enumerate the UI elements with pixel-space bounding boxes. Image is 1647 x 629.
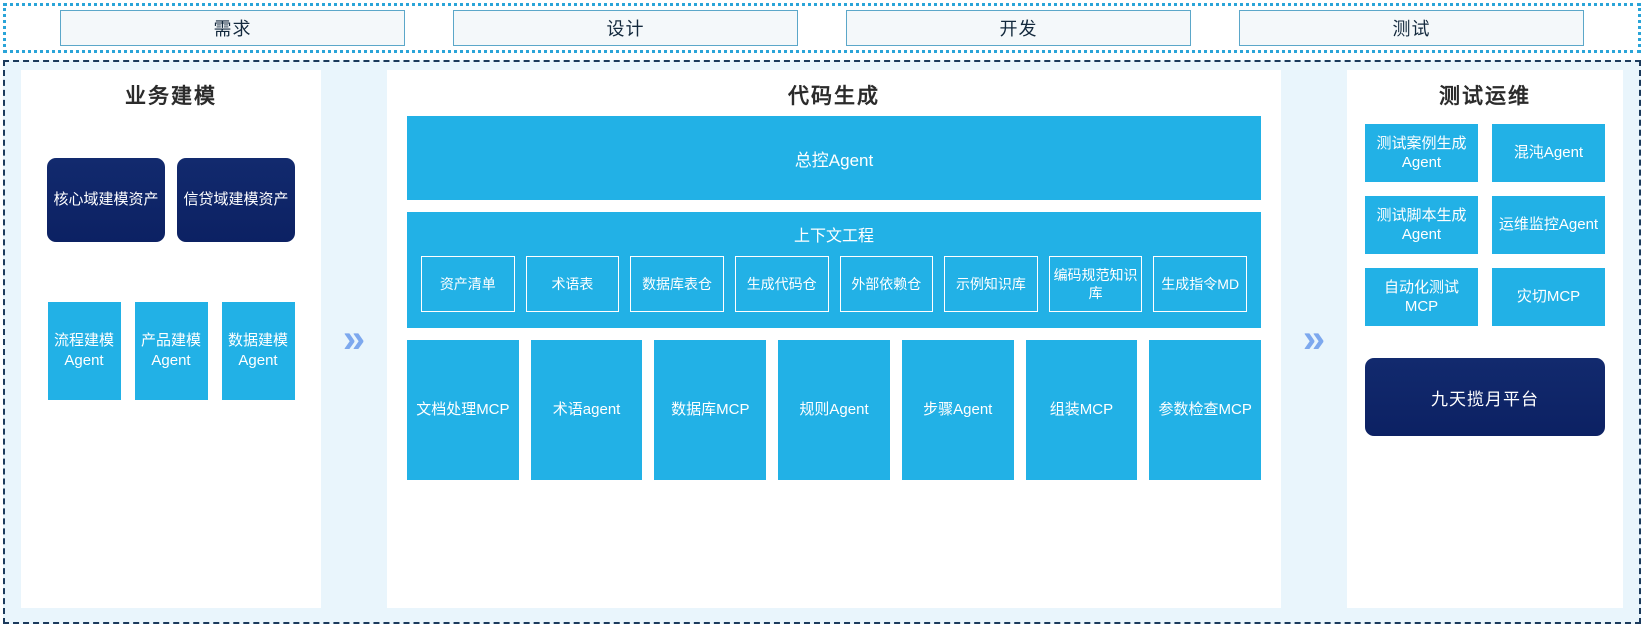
tool-rule-agent[interactable]: 规则Agent <box>778 340 890 480</box>
context-engineering-block: 上下文工程 资产清单 术语表 数据库表仓 生成代码仓 外部依赖仓 示例知识库 编… <box>407 212 1261 328</box>
context-item-coding-standard-knowledge-base[interactable]: 编码规范知识库 <box>1048 256 1143 312</box>
phase-band: 需求 设计 开发 测试 <box>3 3 1641 53</box>
automated-test-mcp[interactable]: 自动化测试MCP <box>1365 268 1478 326</box>
panel-code-generation: 代码生成 总控Agent 上下文工程 资产清单 术语表 数据库表仓 生成代码仓 … <box>387 70 1281 608</box>
test-ops-row: 测试脚本生成Agent 运维监控Agent <box>1365 196 1605 254</box>
tool-database-mcp[interactable]: 数据库MCP <box>654 340 767 480</box>
asset-box-core-domain[interactable]: 核心域建模资产 <box>47 158 165 242</box>
main-area: 业务建模 核心域建模资产 信贷域建模资产 流程建模Agent 产品建模Agent… <box>3 60 1641 624</box>
context-item-external-dependency-repo[interactable]: 外部依赖仓 <box>839 256 934 312</box>
panel-business-modeling: 业务建模 核心域建模资产 信贷域建模资产 流程建模Agent 产品建模Agent… <box>21 70 321 608</box>
chaos-agent[interactable]: 混沌Agent <box>1492 124 1605 182</box>
disaster-switch-mcp[interactable]: 灾切MCP <box>1492 268 1605 326</box>
panel-title-business-modeling: 业务建模 <box>125 85 217 108</box>
context-item-generation-instruction-md[interactable]: 生成指令MD <box>1153 256 1247 312</box>
ops-monitoring-agent[interactable]: 运维监控Agent <box>1492 196 1605 254</box>
phase-box-design[interactable]: 设计 <box>453 10 798 46</box>
chevron-right-icon-right: » <box>1302 317 1326 361</box>
context-item-asset-list[interactable]: 资产清单 <box>421 256 515 312</box>
tool-row: 文档处理MCP 术语agent 数据库MCP 规则Agent 步骤Agent 组… <box>407 340 1262 480</box>
panel-test-ops: 测试运维 测试案例生成Agent 混沌Agent 测试脚本生成Agent 运维监… <box>1347 70 1623 608</box>
context-engineering-title: 上下文工程 <box>793 228 874 245</box>
agent-product-modeling[interactable]: 产品建模Agent <box>134 302 208 400</box>
context-item-generated-code-repo[interactable]: 生成代码仓 <box>734 256 829 312</box>
test-script-generation-agent[interactable]: 测试脚本生成Agent <box>1365 196 1478 254</box>
panel-title-test-ops: 测试运维 <box>1439 85 1531 108</box>
phase-box-requirements[interactable]: 需求 <box>60 10 405 46</box>
context-item-db-table-repo[interactable]: 数据库表仓 <box>630 256 724 312</box>
tool-assembly-mcp[interactable]: 组装MCP <box>1025 340 1138 480</box>
context-item-example-knowledge-base[interactable]: 示例知识库 <box>944 256 1038 312</box>
agent-process-modeling[interactable]: 流程建模Agent <box>47 302 121 400</box>
phase-label: 设计 <box>606 19 645 39</box>
business-modeling-body: 核心域建模资产 信贷域建模资产 流程建模Agent 产品建模Agent 数据建模… <box>21 116 321 608</box>
asset-box-credit-domain[interactable]: 信贷域建模资产 <box>177 158 295 242</box>
tool-document-processing-mcp[interactable]: 文档处理MCP <box>407 340 519 480</box>
phase-box-testing[interactable]: 测试 <box>1239 10 1584 46</box>
test-ops-row: 自动化测试MCP 灾切MCP <box>1365 268 1605 326</box>
tool-parameter-check-mcp[interactable]: 参数检查MCP <box>1149 340 1262 480</box>
phase-label: 需求 <box>213 19 252 39</box>
master-agent-box[interactable]: 总控Agent <box>407 116 1261 200</box>
test-case-generation-agent[interactable]: 测试案例生成Agent <box>1365 124 1478 182</box>
phase-label: 开发 <box>999 19 1038 39</box>
context-items-row: 资产清单 术语表 数据库表仓 生成代码仓 外部依赖仓 示例知识库 编码规范知识库… <box>421 256 1247 312</box>
tool-step-agent[interactable]: 步骤Agent <box>901 340 1014 480</box>
panel-title-code-generation: 代码生成 <box>788 85 880 108</box>
phase-label: 测试 <box>1392 19 1431 39</box>
test-ops-row: 测试案例生成Agent 混沌Agent <box>1365 124 1605 182</box>
code-generation-body: 总控Agent 上下文工程 资产清单 术语表 数据库表仓 生成代码仓 外部依赖仓… <box>387 116 1281 608</box>
tool-glossary-agent[interactable]: 术语agent <box>530 340 643 480</box>
platform-box[interactable]: 九天揽月平台 <box>1365 358 1605 436</box>
context-item-glossary[interactable]: 术语表 <box>525 256 620 312</box>
phase-box-development[interactable]: 开发 <box>846 10 1191 46</box>
test-ops-body: 测试案例生成Agent 混沌Agent 测试脚本生成Agent 运维监控Agen… <box>1347 116 1623 608</box>
chevron-right-icon-left: » <box>342 317 366 361</box>
modeling-agent-row: 流程建模Agent 产品建模Agent 数据建模Agent <box>43 302 299 400</box>
asset-row: 核心域建模资产 信贷域建模资产 <box>43 158 299 242</box>
agent-data-modeling[interactable]: 数据建模Agent <box>221 302 295 400</box>
